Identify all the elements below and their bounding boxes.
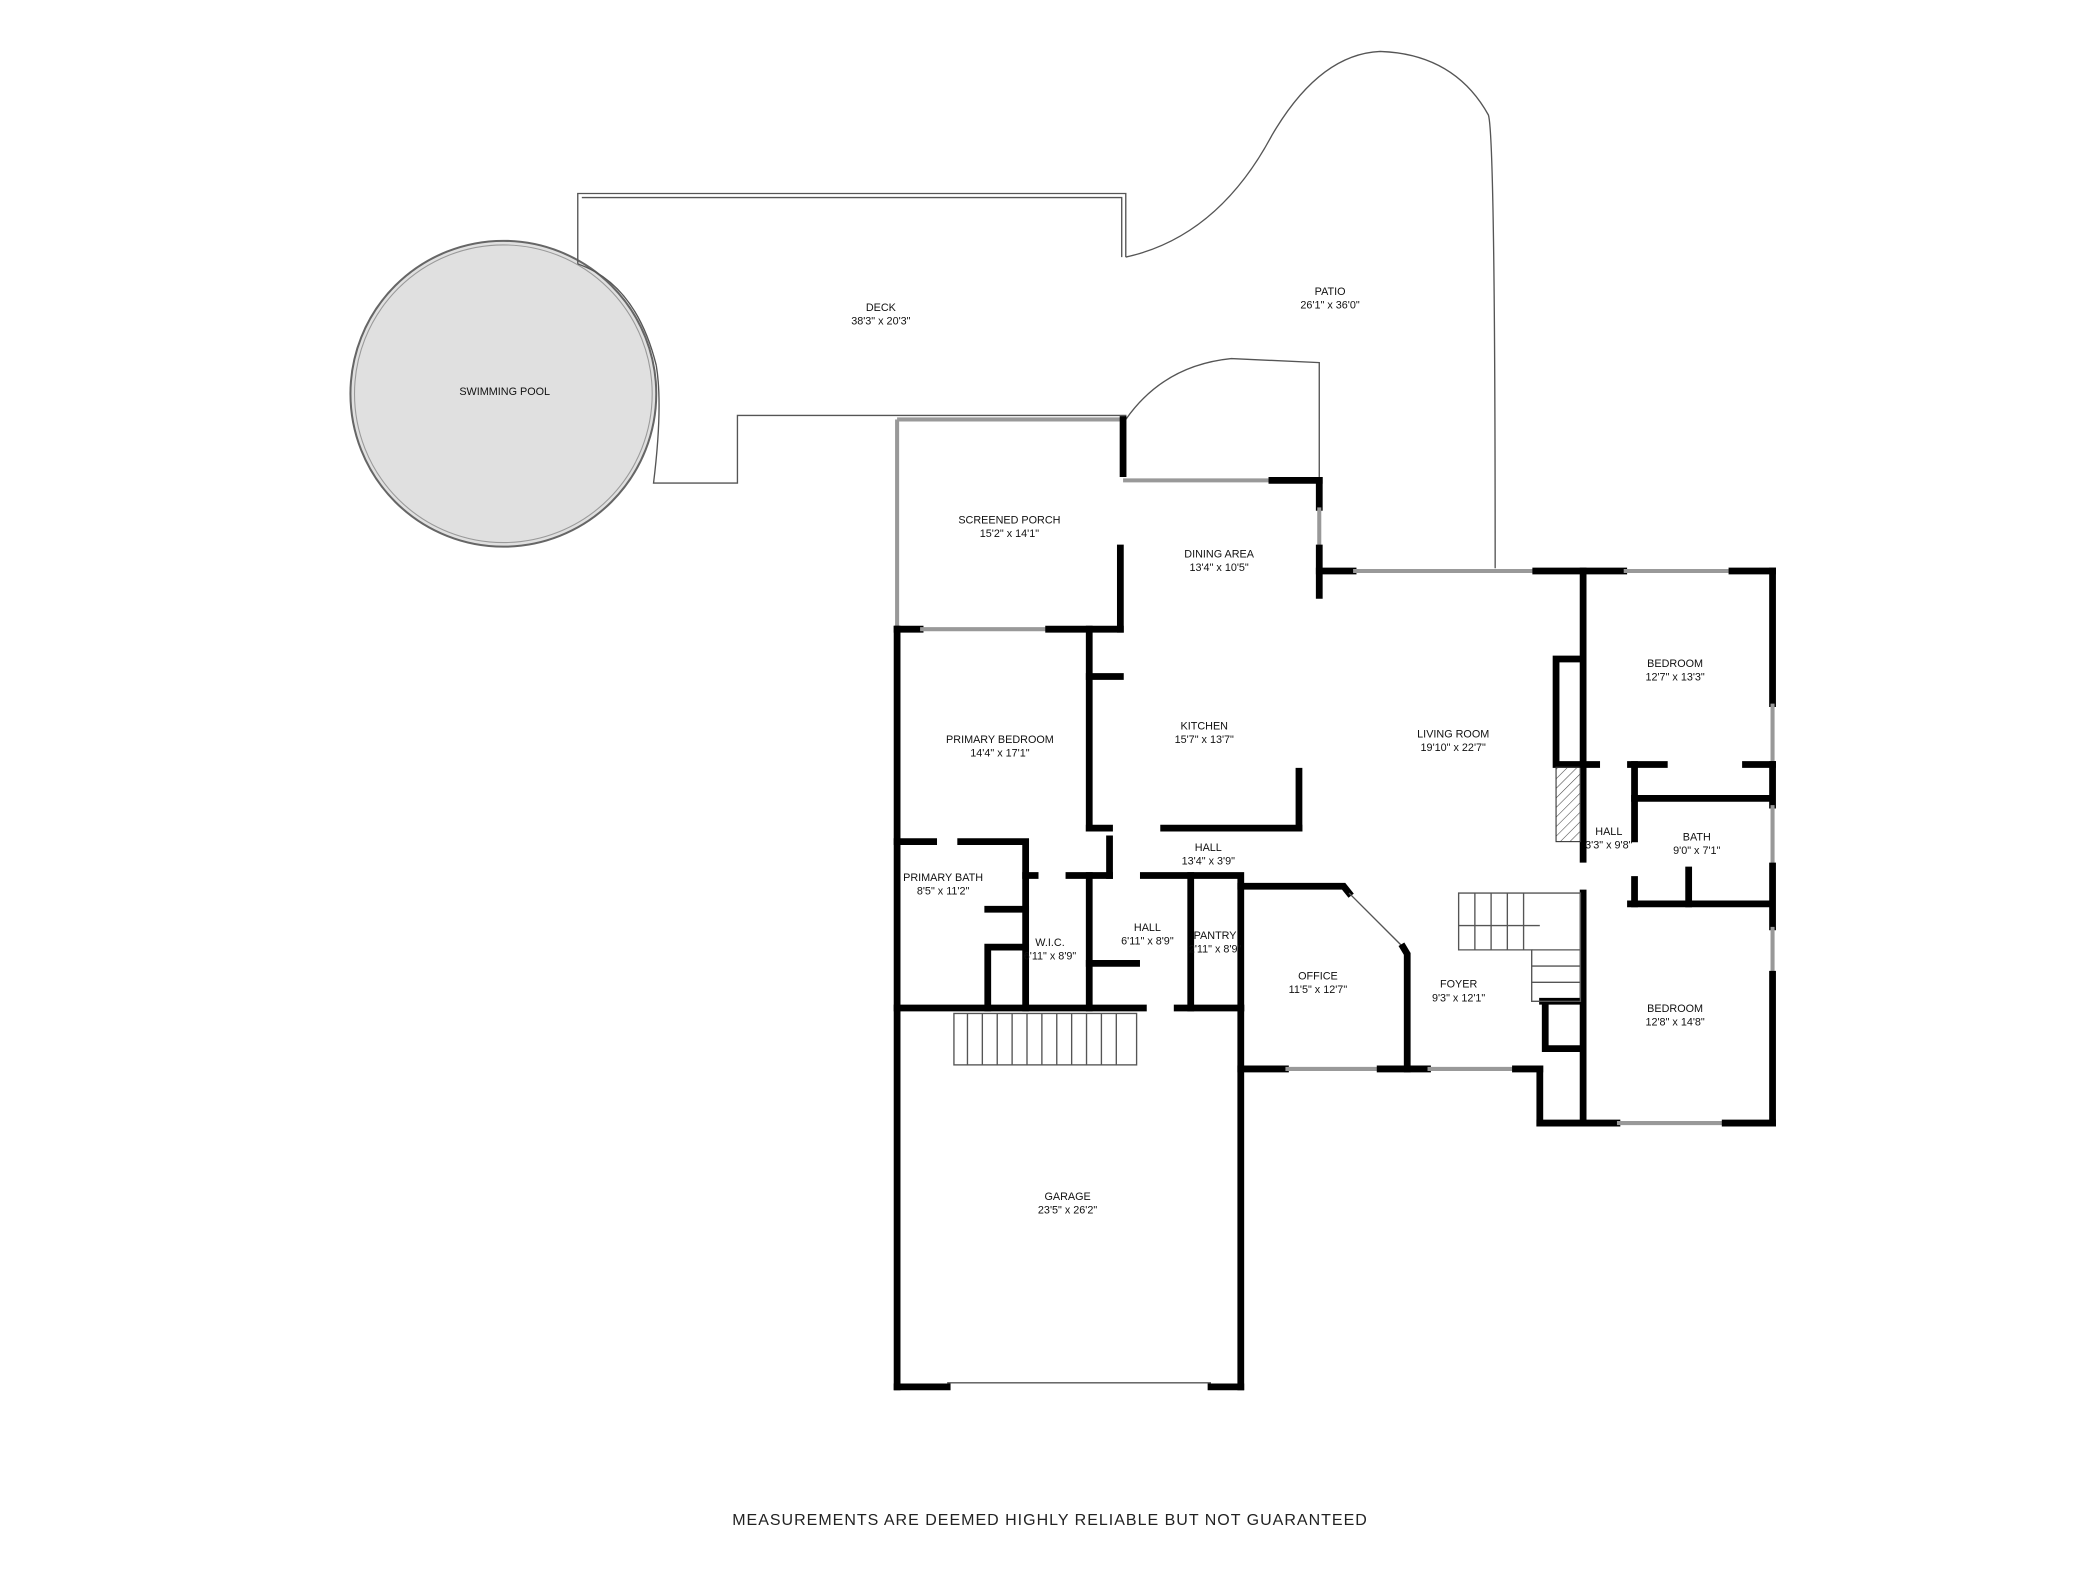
room-name: LIVING ROOM — [1417, 728, 1489, 740]
room-name: PRIMARY BEDROOM — [946, 734, 1054, 746]
room-label: BATH 9'0" x 7'1" — [1673, 831, 1720, 857]
room-dimensions: 13'4" x 10'5" — [1189, 562, 1248, 574]
room-label: BEDROOM 12'8" x 14'8" — [1645, 1003, 1704, 1029]
room-name: PANTRY — [1194, 930, 1237, 942]
room-dimensions: 6'11" x 8'9" — [1121, 935, 1174, 947]
room-label: GARAGE 23'5" x 26'2" — [1038, 1191, 1097, 1217]
room-dimensions: 9'3" x 12'1" — [1432, 992, 1485, 1004]
garage-stairs — [953, 1012, 1138, 1066]
room-name: GARAGE — [1044, 1191, 1090, 1203]
foyer-stairs — [1457, 892, 1582, 1002]
room-dimensions: 12'8" x 14'8" — [1645, 1017, 1704, 1029]
room-dimensions: 14'4" x 17'1" — [970, 747, 1029, 759]
swimming-pool — [349, 239, 658, 548]
room-dimensions: 11'5" x 12'7" — [1289, 984, 1348, 996]
room-name: PATIO — [1315, 286, 1346, 298]
room-dimensions: 15'7" x 13'7" — [1175, 734, 1234, 746]
room-name: DINING AREA — [1184, 548, 1254, 560]
fireplace — [1555, 766, 1581, 843]
room-name: BATH — [1683, 831, 1711, 843]
room-label: DECK 38'3" x 20'3" — [851, 302, 910, 328]
room-label: SWIMMING POOL — [459, 386, 550, 398]
room-name: SCREENED PORCH — [958, 515, 1060, 527]
room-label: LIVING ROOM 19'10" x 22'7" — [1417, 728, 1489, 754]
room-name: FOYER — [1440, 979, 1477, 991]
room-name: DECK — [866, 302, 897, 314]
room-dimensions: 13'4" x 3'9" — [1182, 856, 1235, 868]
room-name: BEDROOM — [1647, 658, 1703, 670]
room-name: HALL — [1195, 842, 1222, 854]
room-label: DINING AREA 13'4" x 10'5" — [1184, 548, 1254, 574]
deck-outline — [577, 192, 1127, 484]
room-name: PRIMARY BATH — [903, 872, 983, 884]
room-dimensions: 9'0" x 7'1" — [1673, 845, 1720, 857]
room-name: W.I.C. — [1035, 937, 1064, 949]
patio-outline — [1125, 50, 1496, 569]
room-label: HALL 13'4" x 3'9" — [1182, 842, 1235, 868]
room-dimensions: 19'10" x 22'7" — [1421, 742, 1486, 754]
room-dimensions: 26'1" x 36'0" — [1300, 300, 1359, 312]
disclaimer-text: MEASUREMENTS ARE DEEMED HIGHLY RELIABLE … — [732, 1512, 1368, 1529]
room-label: W.I.C.6'11" x 8'9" — [1024, 937, 1077, 963]
room-dimensions: 8'5" x 11'2" — [917, 885, 970, 897]
room-label: PANTRY 2'11" x 8'9" — [1189, 930, 1242, 956]
room-dimensions: 23'5" x 26'2" — [1038, 1205, 1097, 1217]
room-name: KITCHEN — [1181, 720, 1228, 732]
room-name: OFFICE — [1298, 971, 1338, 983]
room-name: HALL — [1595, 826, 1622, 838]
room-label: BEDROOM 12'7" x 13'3" — [1645, 658, 1704, 684]
room-name: BEDROOM — [1647, 1003, 1703, 1015]
room-dimensions: 3'3" x 9'8" — [1585, 839, 1632, 851]
room-name: SWIMMING POOL — [459, 386, 550, 398]
room-dimensions: 2'11" x 8'9" — [1189, 944, 1242, 956]
room-dimensions: 12'7" x 13'3" — [1645, 672, 1704, 684]
room-dimensions: 15'2" x 14'1" — [980, 528, 1039, 540]
room-label: KITCHEN 15'7" x 13'7" — [1175, 720, 1234, 746]
room-dimensions: 6'11" x 8'9" — [1024, 950, 1077, 962]
room-dimensions: 38'3" x 20'3" — [851, 316, 910, 328]
room-label: PATIO 26'1" x 36'0" — [1300, 286, 1359, 312]
room-name: HALL — [1134, 922, 1161, 934]
